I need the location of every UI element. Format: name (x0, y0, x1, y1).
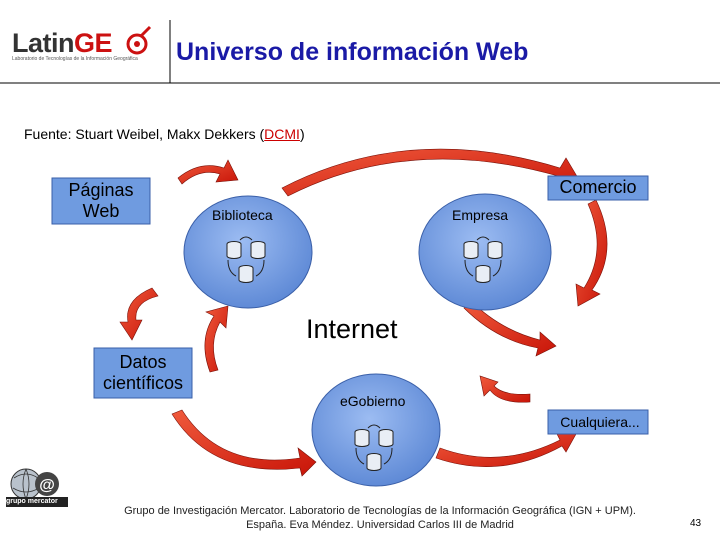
arrow-right-low (479, 375, 531, 403)
datos-line1: Datos (119, 352, 167, 372)
arrow-comercio-down (575, 199, 608, 307)
arrow-paginas-to-top (177, 159, 239, 185)
arrow-left-up (204, 305, 229, 373)
internet-label: Internet (306, 314, 398, 344)
logo-subtitle: Laboratorio de Tecnologías de la Informa… (12, 56, 138, 62)
footer: Grupo de Investigación Mercator. Laborat… (90, 504, 670, 532)
comercio-label: Comercio (559, 177, 637, 197)
page-title: Universo de información Web (176, 38, 529, 66)
arrow-top-arc (281, 148, 579, 197)
latingeo-logo-swirl-icon (126, 25, 152, 55)
footer-line1: Grupo de Investigación Mercator. Laborat… (124, 505, 636, 517)
cycle-arrows (119, 148, 608, 477)
cualquiera-label: Cualquiera... (560, 414, 640, 430)
paginas-web-line2: Web (82, 201, 120, 221)
source-prefix: Fuente: Stuart Weibel, Makx Dekkers ( (24, 126, 265, 142)
cualquiera-box (547, 409, 649, 435)
arrow-empresa-to-internet (463, 299, 557, 357)
svg-text:@: @ (39, 477, 55, 494)
logo-part2: GE (74, 28, 113, 58)
egobierno-circle (311, 373, 441, 487)
empresa-label: Empresa (452, 207, 509, 223)
comercio-box (547, 175, 649, 201)
group-logo-text: grupo mercator (6, 498, 58, 505)
latingeo-logo: LatinGE (12, 28, 113, 59)
source-suffix: ) (299, 126, 305, 142)
source-line: Fuente: Stuart Weibel, Makx Dekkers (DCM… (24, 126, 305, 142)
egobierno-label: eGobierno (340, 393, 406, 409)
datos-label: Datos científicos (94, 352, 192, 394)
biblioteca-label: Biblioteca (212, 207, 273, 223)
arrow-left-down (119, 287, 159, 341)
empresa-circle (418, 193, 552, 311)
dcmi-link[interactable]: DCMI (264, 126, 300, 142)
paginas-web-label: Páginas Web (52, 180, 150, 222)
datos-box (93, 347, 193, 399)
paginas-web-box (51, 177, 151, 225)
biblioteca-circle (183, 195, 313, 309)
paginas-web-line1: Páginas (68, 180, 134, 200)
page-number: 43 (690, 518, 702, 529)
arrow-bottom-right (435, 431, 577, 467)
datos-line2: científicos (102, 373, 184, 393)
logo-part1: Latin (12, 28, 75, 58)
grupo-mercator-globe-icon: @ (6, 468, 68, 507)
arrow-bottom-arc (171, 409, 317, 477)
footer-line2: España. Eva Méndez. Universidad Carlos I… (246, 519, 514, 531)
